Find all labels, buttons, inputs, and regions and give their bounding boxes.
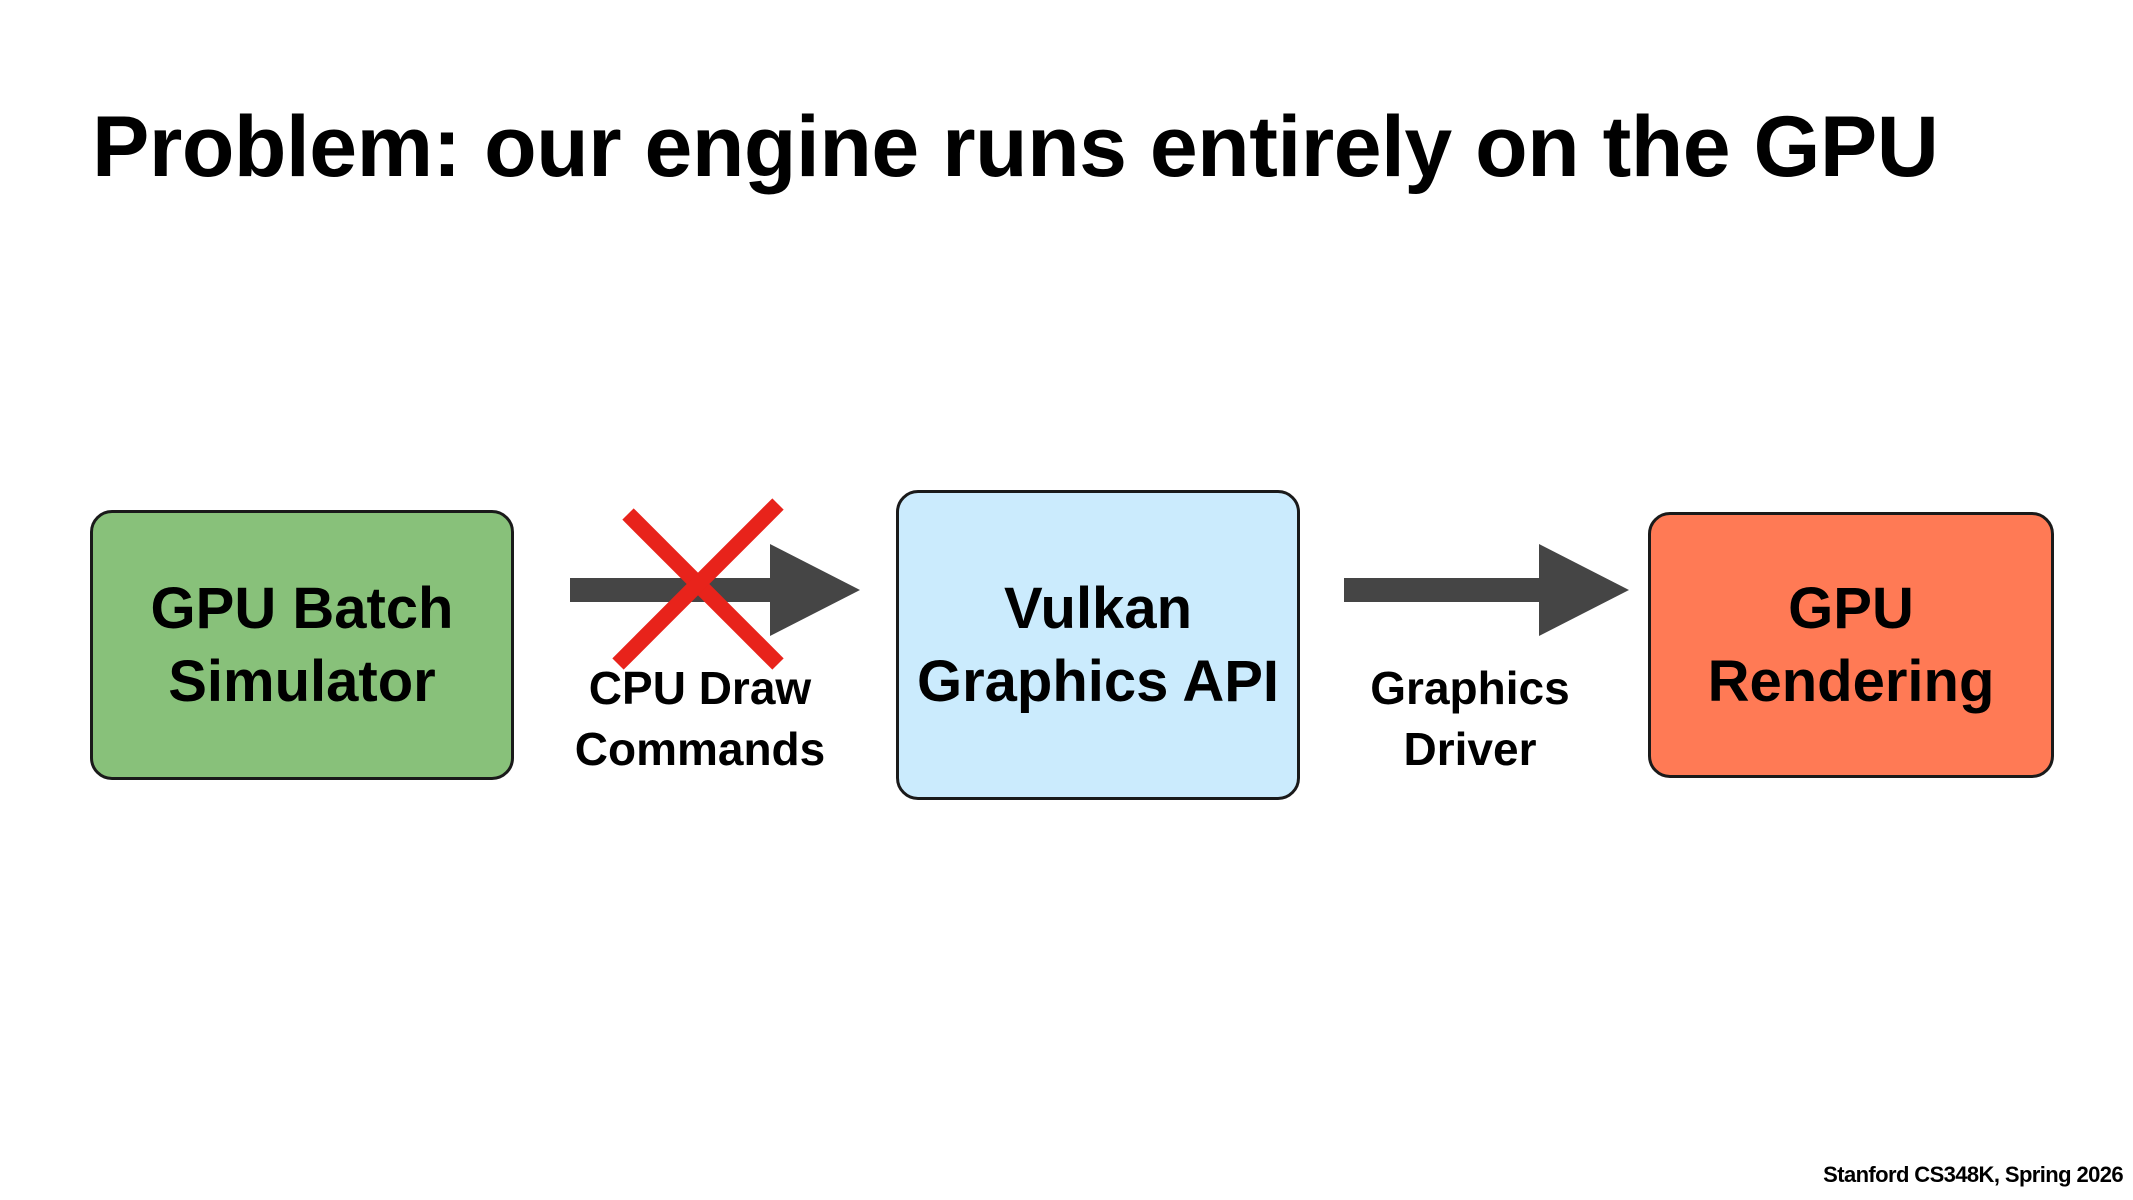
cross-stroke — [612, 498, 784, 670]
edge-label-line: Graphics — [1370, 662, 1570, 714]
arrow-graphics-driver — [1344, 544, 1629, 636]
cross-out-icon — [612, 498, 784, 670]
node-label-line: GPU Batch — [150, 575, 454, 641]
node-vulkan-graphics-api: Vulkan Graphics API — [896, 490, 1300, 800]
edge-label-line: Driver — [1403, 723, 1537, 776]
node-gpu-batch-simulator: GPU Batch Simulator — [90, 510, 514, 780]
node-label-line: Rendering — [1707, 649, 1995, 714]
node-label-line: Vulkan — [1003, 575, 1193, 641]
arrow-head — [1539, 544, 1629, 636]
node-gpu-rendering: GPU Rendering — [1648, 512, 2054, 778]
arrow-head — [770, 544, 860, 636]
edge-label-line: Commands — [574, 723, 826, 776]
arrow-cpu-draw-commands — [570, 544, 860, 636]
edge-label-graphics-driver: Graphics Driver — [1320, 658, 1620, 780]
slide-footer: Stanford CS348K, Spring 2026 — [1823, 1162, 2123, 1187]
arrow-shaft — [570, 578, 775, 602]
slide-title: Problem: our engine runs entirely on the… — [92, 99, 1939, 195]
edge-label-cpu-draw-commands: CPU Draw Commands — [550, 658, 850, 780]
node-label-line: Simulator — [168, 649, 436, 714]
node-label-line: Graphics API — [916, 649, 1280, 714]
node-label-line: GPU — [1788, 575, 1914, 641]
edge-label-line: CPU Draw — [588, 662, 812, 714]
arrow-shaft — [1344, 578, 1544, 602]
